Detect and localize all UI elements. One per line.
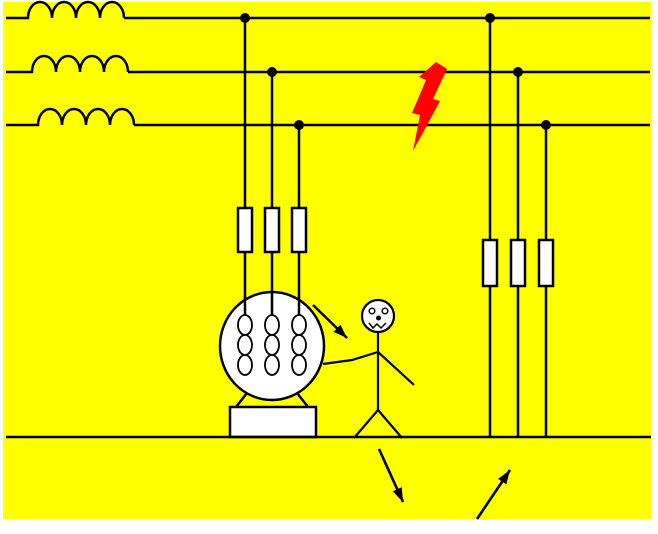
motor-stand-left <box>235 392 248 408</box>
motor-fuse-1 <box>236 206 254 254</box>
current-into-ground-arrow <box>377 448 405 503</box>
junction-dot <box>485 13 495 23</box>
fuses <box>236 206 555 288</box>
motor-windings <box>237 314 307 376</box>
supply-coil-phase-1 <box>6 0 126 20</box>
person-mouth <box>368 322 387 330</box>
touch-point-arrow <box>312 304 348 339</box>
motor <box>218 290 326 439</box>
branch-fuse-1 <box>481 238 499 288</box>
junction-dot <box>513 67 523 77</box>
person-arm-left <box>322 350 379 366</box>
junction-dots <box>240 13 551 130</box>
current-return-arrow <box>475 469 512 520</box>
junction-dot <box>541 120 551 130</box>
branch-fuse-3 <box>537 238 555 288</box>
motor-fuse-3 <box>290 206 308 254</box>
person-arm-right <box>377 351 415 386</box>
supply-coil-phase-2 <box>6 54 130 74</box>
motor-base <box>228 405 318 439</box>
supply-coil-phase-3 <box>6 107 136 127</box>
motor-winding-3 <box>291 314 307 376</box>
person-nose <box>376 315 382 321</box>
flow-arrows <box>312 304 512 520</box>
lightning-bolt-icon <box>412 62 447 151</box>
person-eye-left <box>368 307 376 315</box>
motor-winding-2 <box>264 314 280 376</box>
phase-conductors <box>6 0 650 127</box>
motor-stand-right <box>296 392 309 408</box>
branch-fuse-2 <box>509 238 527 288</box>
junction-dot <box>294 120 304 130</box>
motor-winding-1 <box>237 314 253 376</box>
junction-dot <box>267 67 277 77</box>
person-leg-right <box>377 409 403 439</box>
branch-conductors <box>6 18 651 439</box>
motor-fuse-2 <box>263 206 281 254</box>
person-eye-right <box>381 307 389 315</box>
junction-dot <box>240 13 250 23</box>
person <box>322 298 415 439</box>
person-leg-left <box>353 409 379 439</box>
